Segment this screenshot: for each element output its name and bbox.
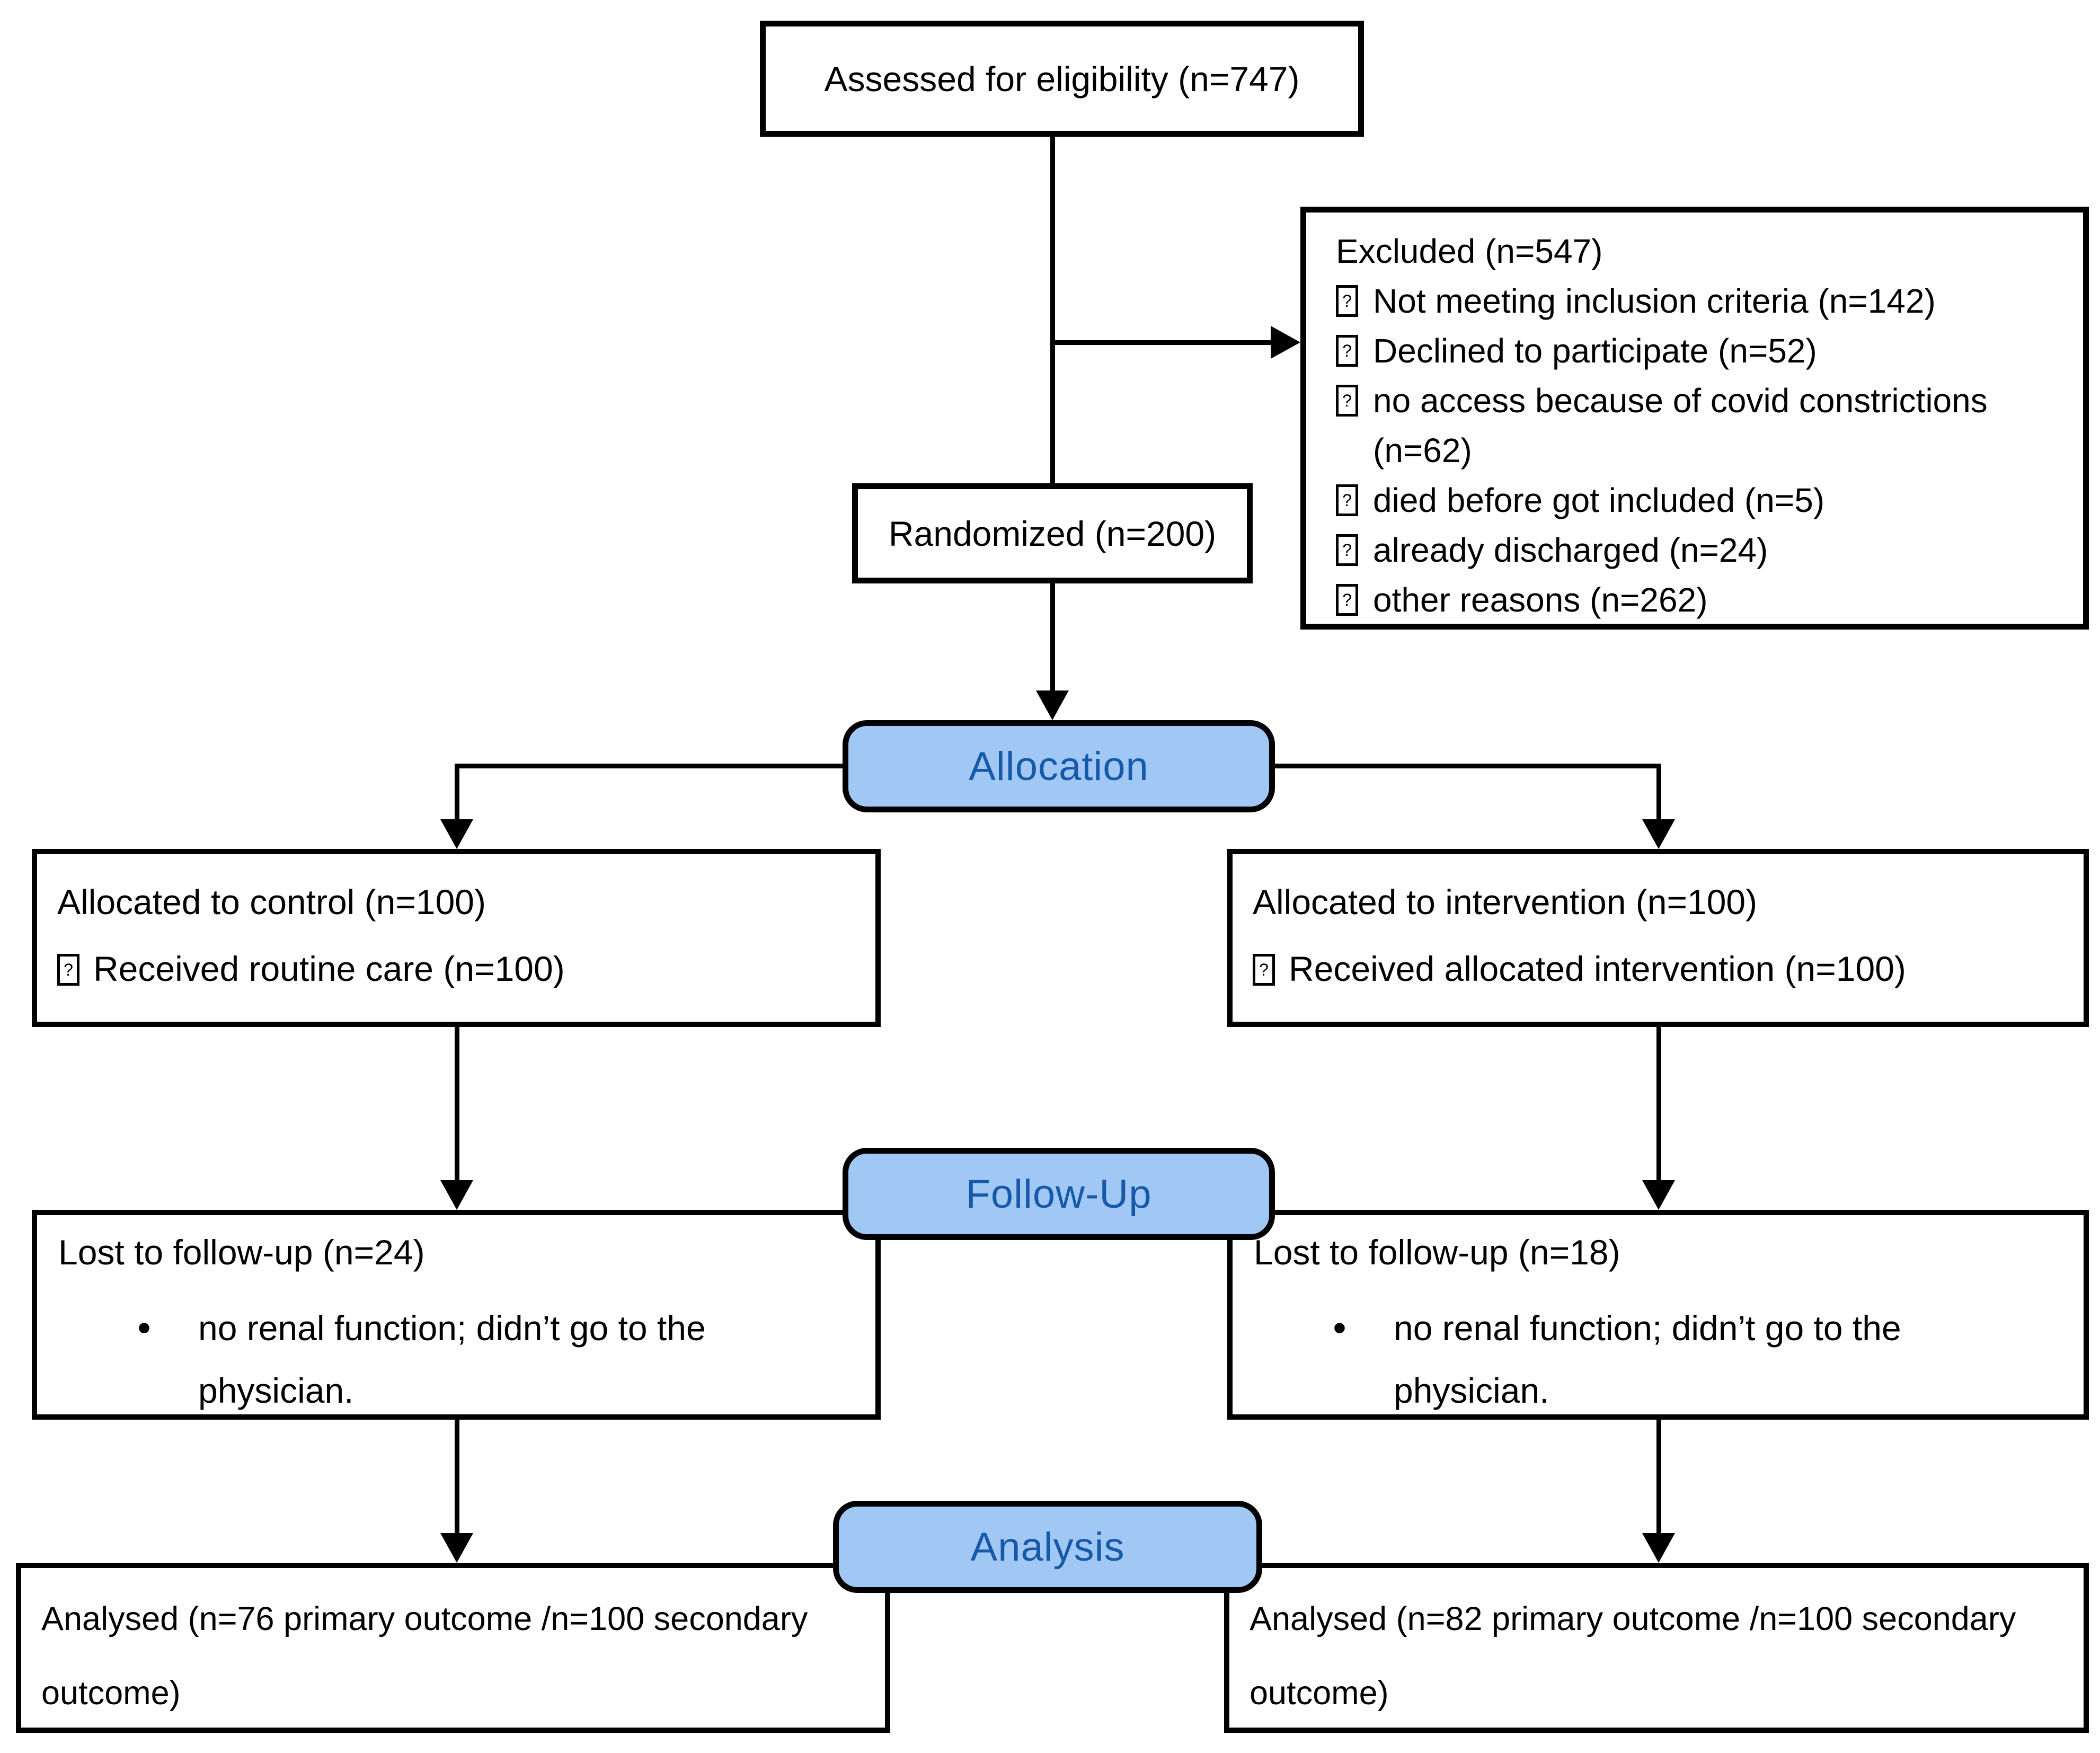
arrowhead-right-icon bbox=[1271, 326, 1300, 359]
stage-allocation-label: Allocation bbox=[969, 743, 1149, 789]
analysed-control-box: Analysed (n=76 primary outcome /n=100 se… bbox=[16, 1563, 890, 1733]
arrowhead-down-icon bbox=[1036, 690, 1069, 720]
allocated-intervention-item: ? Received allocated intervention (n=100… bbox=[1253, 944, 2062, 993]
analysed-intervention-box: Analysed (n=82 primary outcome /n=100 se… bbox=[1224, 1563, 2089, 1733]
connector-alloc-followup-right bbox=[1656, 1027, 1661, 1182]
connector-allocation-left bbox=[456, 764, 843, 768]
missing-glyph-bullet-icon: ? bbox=[57, 954, 79, 986]
excluded-content: Excluded (n=547) ? Not meeting inclusion… bbox=[1306, 213, 2083, 624]
missing-glyph-bullet-icon: ? bbox=[1336, 335, 1358, 367]
allocated-control-box: Allocated to control (n=100) ? Received … bbox=[32, 849, 881, 1027]
missing-glyph-bullet-icon: ? bbox=[1336, 534, 1358, 566]
stage-analysis-pill: Analysis bbox=[833, 1501, 1262, 1593]
missing-glyph-bullet-icon: ? bbox=[1336, 484, 1358, 516]
connector-followup-analysis-right bbox=[1656, 1420, 1661, 1535]
excluded-item-text: Declined to participate (n=52) bbox=[1373, 332, 1817, 370]
allocated-intervention-box: Allocated to intervention (n=100) ? Rece… bbox=[1227, 849, 2089, 1027]
lost-followup-intervention-item-text: no renal function; didn’t go to the phys… bbox=[1394, 1308, 1901, 1410]
excluded-item: ? Not meeting inclusion criteria (n=142) bbox=[1336, 276, 2067, 326]
excluded-item: ? no access because of covid constrictio… bbox=[1336, 376, 2067, 475]
excluded-item-text: died before got included (n=5) bbox=[1373, 481, 1825, 519]
excluded-item: ? Declined to participate (n=52) bbox=[1336, 326, 2067, 376]
dot-bullet-icon: • bbox=[137, 1307, 151, 1349]
connector-drop-alloc-right bbox=[1656, 764, 1661, 821]
allocated-intervention-item-text: Received allocated intervention (n=100) bbox=[1289, 949, 1906, 988]
arrowhead-down-icon bbox=[1642, 1533, 1675, 1563]
connector-randomized-allocation bbox=[1050, 583, 1055, 693]
arrowhead-down-icon bbox=[440, 1533, 473, 1563]
excluded-item-text: no access because of covid constrictions… bbox=[1373, 382, 1988, 470]
excluded-item: ? died before got included (n=5) bbox=[1336, 475, 2067, 525]
excluded-title: Excluded (n=547) bbox=[1336, 232, 1603, 270]
allocated-intervention-title: Allocated to intervention (n=100) bbox=[1253, 882, 1758, 922]
arrowhead-down-icon bbox=[440, 819, 473, 849]
allocated-control-item: ? Received routine care (n=100) bbox=[57, 944, 854, 993]
dot-bullet-icon: • bbox=[1333, 1307, 1346, 1349]
randomized-box: Randomized (n=200) bbox=[852, 483, 1253, 583]
missing-glyph-bullet-icon: ? bbox=[1253, 954, 1275, 986]
connector-drop-alloc-left bbox=[455, 764, 459, 821]
missing-glyph-bullet-icon: ? bbox=[1336, 285, 1358, 317]
excluded-item-text: already discharged (n=24) bbox=[1373, 531, 1768, 569]
lost-followup-control-item-text: no renal function; didn’t go to the phys… bbox=[198, 1308, 706, 1410]
lost-followup-intervention-content: Lost to follow-up (n=18) • no renal func… bbox=[1233, 1215, 2084, 1414]
arrowhead-down-icon bbox=[440, 1180, 473, 1210]
stage-followup-pill: Follow-Up bbox=[843, 1148, 1275, 1240]
assessed-eligibility-text: Assessed for eligibility (n=747) bbox=[824, 59, 1300, 99]
arrowhead-down-icon bbox=[1642, 1180, 1675, 1210]
missing-glyph-bullet-icon: ? bbox=[1336, 584, 1358, 616]
randomized-text: Randomized (n=200) bbox=[888, 513, 1217, 553]
excluded-box: Excluded (n=547) ? Not meeting inclusion… bbox=[1300, 207, 2089, 630]
excluded-item-text: Not meeting inclusion criteria (n=142) bbox=[1373, 282, 1936, 320]
stage-analysis-label: Analysis bbox=[970, 1524, 1125, 1570]
arrowhead-down-icon bbox=[1642, 819, 1675, 849]
analysed-control-text: Analysed (n=76 primary outcome /n=100 se… bbox=[41, 1600, 808, 1712]
excluded-item: ? other reasons (n=262) bbox=[1336, 575, 2067, 624]
lost-followup-control-item: • no renal function; didn’t go to the ph… bbox=[58, 1297, 854, 1414]
lost-followup-intervention-title: Lost to follow-up (n=18) bbox=[1254, 1233, 1620, 1272]
lost-followup-control-title: Lost to follow-up (n=24) bbox=[58, 1233, 425, 1272]
missing-glyph-bullet-icon: ? bbox=[1336, 385, 1358, 417]
excluded-item-text: other reasons (n=262) bbox=[1373, 581, 1708, 619]
allocated-control-item-text: Received routine care (n=100) bbox=[93, 949, 565, 988]
allocated-control-content: Allocated to control (n=100) ? Received … bbox=[37, 854, 875, 993]
connector-alloc-followup-left bbox=[455, 1027, 459, 1182]
analysed-intervention-text: Analysed (n=82 primary outcome /n=100 se… bbox=[1250, 1600, 2016, 1712]
lost-followup-intervention-box: Lost to follow-up (n=18) • no renal func… bbox=[1227, 1210, 2089, 1420]
lost-followup-control-content: Lost to follow-up (n=24) • no renal func… bbox=[37, 1215, 875, 1414]
allocated-intervention-content: Allocated to intervention (n=100) ? Rece… bbox=[1233, 854, 2084, 993]
assessed-eligibility-box: Assessed for eligibility (n=747) bbox=[760, 21, 1364, 137]
connector-followup-analysis-left bbox=[455, 1420, 459, 1535]
connector-allocation-right bbox=[1275, 764, 1658, 768]
lost-followup-intervention-item: • no renal function; didn’t go to the ph… bbox=[1254, 1297, 2062, 1414]
stage-allocation-pill: Allocation bbox=[843, 720, 1275, 812]
excluded-item: ? already discharged (n=24) bbox=[1336, 525, 2067, 575]
connector-assessed-excluded bbox=[1055, 340, 1273, 345]
connector-assessed-randomized bbox=[1050, 137, 1055, 483]
lost-followup-control-box: Lost to follow-up (n=24) • no renal func… bbox=[32, 1210, 881, 1420]
allocated-control-title: Allocated to control (n=100) bbox=[57, 882, 486, 922]
stage-followup-label: Follow-Up bbox=[965, 1171, 1152, 1217]
